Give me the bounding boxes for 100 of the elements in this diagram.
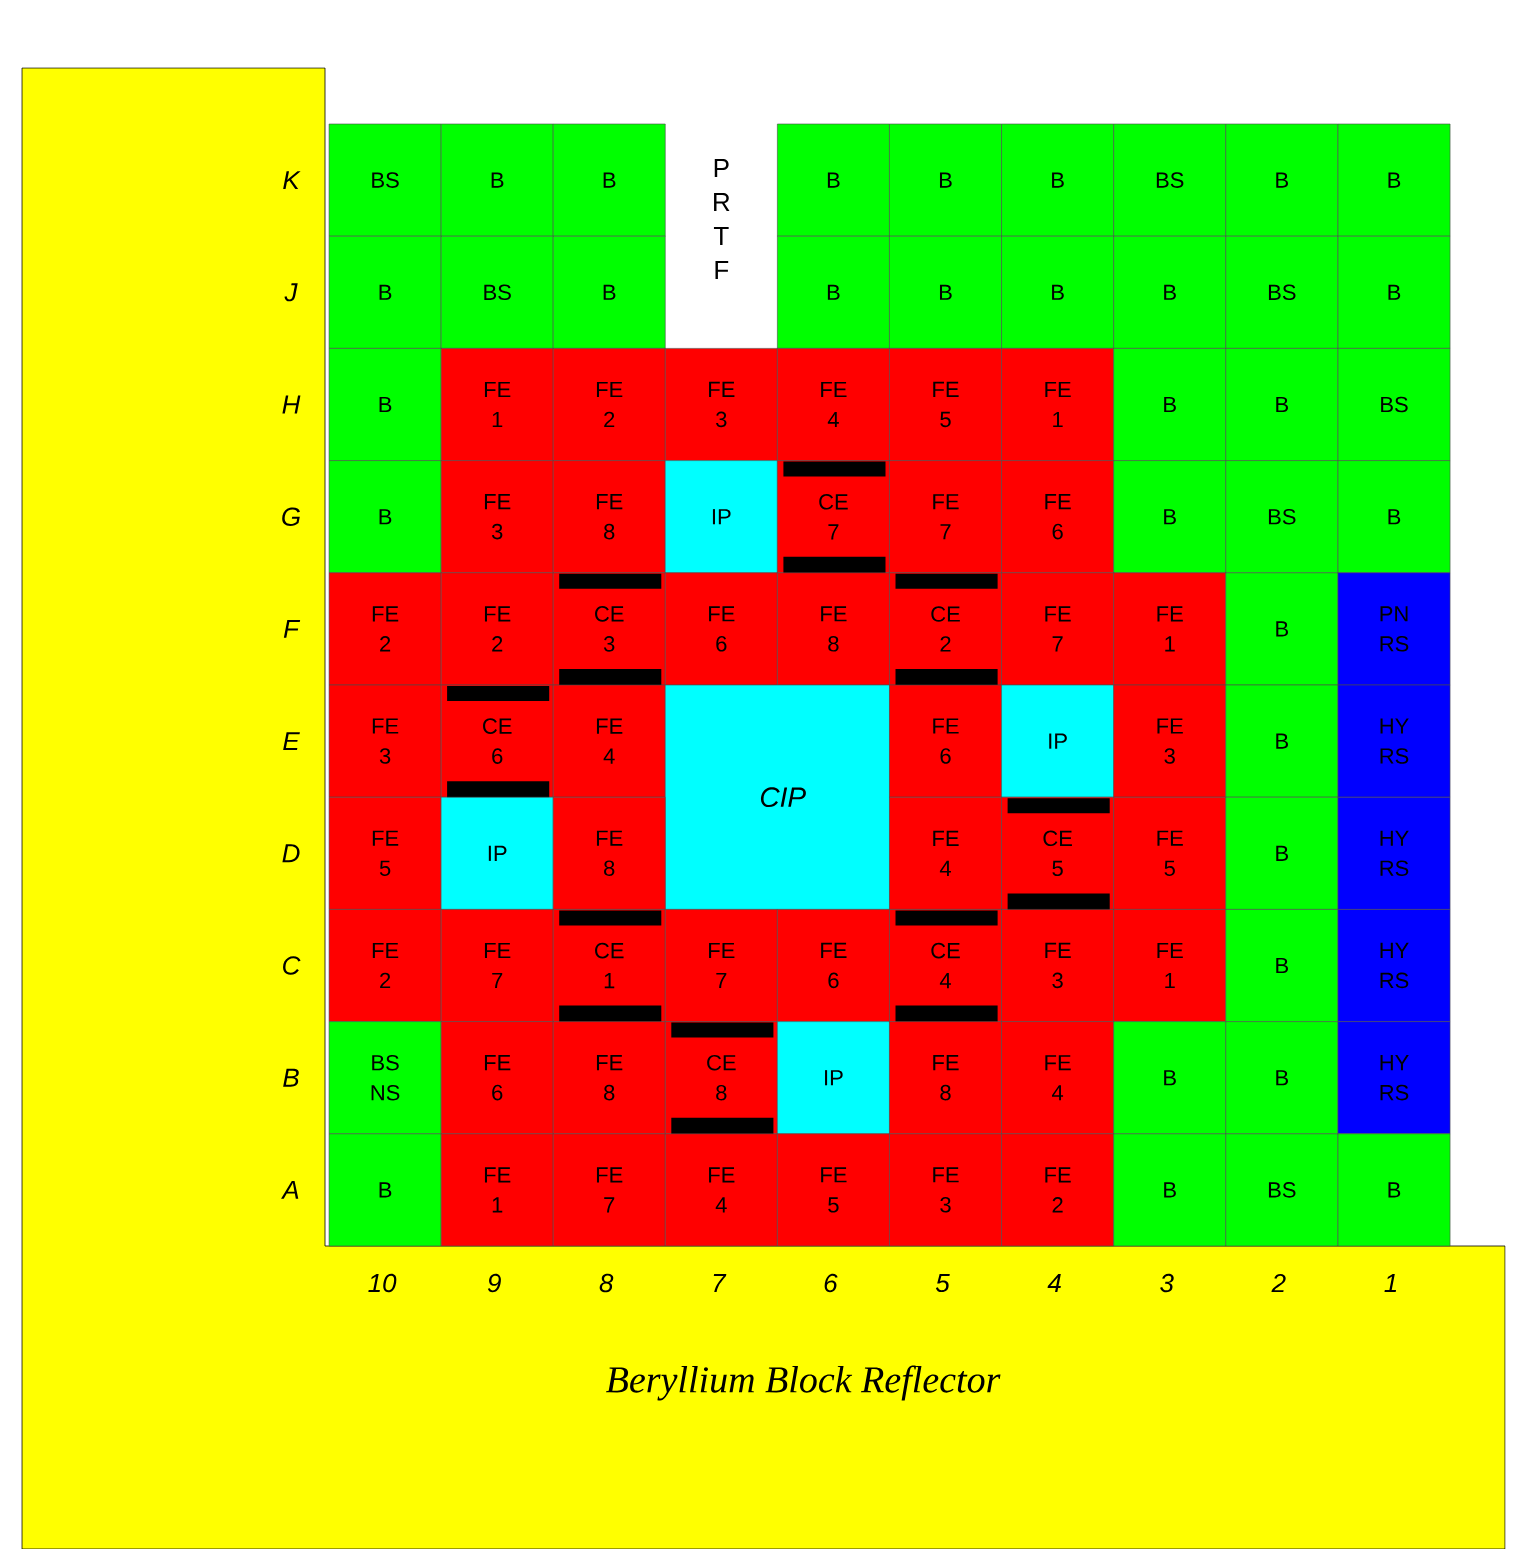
core-cell: FE 3 <box>328 684 442 798</box>
core-cell: FE 8 <box>777 572 890 686</box>
column-label: 8 <box>599 1273 614 1293</box>
core-cell: B <box>328 1133 442 1247</box>
core-cell: B <box>777 235 890 349</box>
core-cell: FE 2 <box>328 572 442 686</box>
core-cell: B <box>1337 123 1451 237</box>
core-cell: FE 8 <box>552 460 666 574</box>
control-element-cell: CE 4 <box>889 909 1002 1023</box>
core-cell: B <box>1225 572 1339 686</box>
core-cell: FE 1 <box>1113 909 1227 1022</box>
column-label: 6 <box>824 1273 838 1293</box>
row-label: D <box>282 844 300 863</box>
core-cell: B <box>1225 909 1339 1022</box>
core-cell: FE 6 <box>1001 460 1114 574</box>
column-label: 1 <box>1384 1274 1397 1292</box>
core-cell: FE 4 <box>664 1133 778 1247</box>
core-cell: FE 6 <box>440 1021 554 1135</box>
core-cell: FE 2 <box>552 348 666 461</box>
core-cell: FE 8 <box>889 1021 1002 1135</box>
row-label: C <box>283 956 301 975</box>
core-cell: FE 8 <box>552 796 666 910</box>
core-cell: B <box>1225 348 1339 461</box>
control-element-cell: CE 5 <box>1001 796 1114 911</box>
core-cell: BS <box>440 235 554 349</box>
core-cell: BS <box>1337 348 1451 461</box>
core-cell: FE 5 <box>1113 796 1227 910</box>
core-cell: FE 3 <box>664 348 778 461</box>
column-label: 7 <box>713 1274 727 1292</box>
core-cell: B <box>1225 123 1339 237</box>
core-cell: FE 7 <box>664 909 778 1022</box>
core-cell: FE 3 <box>440 460 554 574</box>
central-irradiation-cell: CIP <box>665 684 890 910</box>
core-cell: IP <box>440 796 554 910</box>
core-cell: FE 2 <box>440 572 554 686</box>
core-cell: FE 3 <box>889 1133 1002 1247</box>
core-cell: B <box>328 460 442 574</box>
row-label: H <box>282 395 301 414</box>
core-cell: FE 8 <box>552 1021 666 1135</box>
core-cell: B <box>1113 348 1227 461</box>
core-cell: B <box>440 123 554 237</box>
row-label: K <box>283 171 301 190</box>
core-cell: B <box>328 235 442 349</box>
core-cell: B <box>1337 235 1451 349</box>
core-cell: PN RS <box>1337 572 1451 686</box>
core-cell: FE 1 <box>440 348 554 461</box>
core-cell: B <box>1001 235 1114 349</box>
column-label: 5 <box>935 1273 950 1293</box>
core-cell: FE 4 <box>889 796 1002 910</box>
core-cell: B <box>1225 684 1339 798</box>
core-cell: FE 4 <box>552 684 666 798</box>
control-element-cell: CE 2 <box>889 572 1002 686</box>
core-cell: FE 3 <box>1001 909 1114 1022</box>
column-label: 10 <box>368 1273 397 1293</box>
column-label: 2 <box>1271 1273 1286 1293</box>
core-cell: IP <box>1001 684 1114 798</box>
core-cell: FE 6 <box>664 572 778 686</box>
row-label: G <box>282 507 300 526</box>
control-element-cell: CE 7 <box>777 460 890 574</box>
row-label: J <box>284 283 298 302</box>
reflector-title: Beryllium Block Reflector <box>606 1365 1001 1401</box>
core-cell: B <box>1225 796 1339 910</box>
core-cell: FE 4 <box>777 348 890 461</box>
column-label: 3 <box>1160 1273 1174 1293</box>
core-cell: B <box>552 123 666 237</box>
core-cell: FE 4 <box>1001 1021 1114 1135</box>
control-element-cell: CE 3 <box>552 572 666 686</box>
core-cell: B <box>1225 1021 1339 1135</box>
row-label: B <box>283 1068 299 1087</box>
core-cell: IP <box>664 460 778 574</box>
core-cell: IP <box>777 1021 890 1135</box>
vertical-label: P R T F <box>713 159 730 279</box>
control-element-cell: CE 8 <box>664 1021 778 1135</box>
core-cell: B <box>1001 123 1114 237</box>
core-cell: B <box>328 348 442 461</box>
core-cell: FE 5 <box>328 796 442 910</box>
core-cell: HY RS <box>1337 1021 1451 1135</box>
core-cell: FE 1 <box>1001 348 1114 461</box>
core-cell: FE 3 <box>1113 684 1227 798</box>
row-label: F <box>283 619 301 638</box>
row-label: E <box>283 732 300 751</box>
core-cell: BS <box>1113 123 1227 237</box>
core-cell: FE 1 <box>440 1133 554 1247</box>
core-cell: B <box>1113 460 1227 574</box>
core-cell: B <box>1113 1133 1227 1247</box>
core-cell: HY RS <box>1337 684 1451 798</box>
core-cell: B <box>1337 460 1451 574</box>
core-cell: FE 7 <box>1001 572 1114 686</box>
column-label: 4 <box>1047 1274 1061 1292</box>
core-cell: B <box>1337 1133 1451 1247</box>
core-cell: BS <box>1225 1133 1339 1247</box>
core-cell: FE 2 <box>1001 1133 1114 1247</box>
core-cell: B <box>1113 235 1227 349</box>
core-cell: BS <box>1225 460 1339 574</box>
core-cell: FE 7 <box>440 909 554 1022</box>
core-cell: FE 6 <box>889 684 1002 798</box>
core-cell: FE 7 <box>552 1133 666 1247</box>
core-cell: HY RS <box>1337 909 1451 1022</box>
core-cell: FE 6 <box>777 909 890 1022</box>
core-cell: FE 5 <box>889 348 1002 461</box>
